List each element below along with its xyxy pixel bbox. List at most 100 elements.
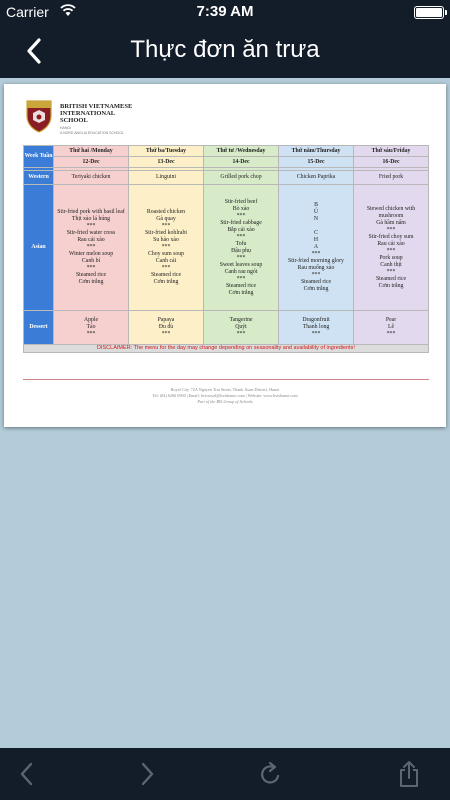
menu-line: Gà hầm nấm	[376, 219, 406, 226]
menu-line: Steamed rice	[300, 279, 332, 285]
western-dish: Grilled pork chop	[203, 170, 279, 185]
forward-arrow-icon[interactable]	[132, 760, 162, 788]
navigation-bar: Thực đơn ăn trưa	[0, 24, 450, 78]
menu-line: Papaya	[157, 317, 175, 323]
menu-line: Bò xào	[232, 205, 250, 212]
menu-line: Stewed chicken with mushroom	[366, 205, 416, 219]
menu-line: Đu đủ	[158, 324, 174, 330]
menu-line: Cơm trắng	[153, 279, 179, 285]
menu-line: Sweet leaves soup	[219, 261, 263, 268]
school-tagline: A NORD ANGLIA EDUCATION SCHOOL	[60, 131, 124, 135]
menu-line: Đậu phụ	[231, 247, 251, 254]
menu-line: Steamed rice	[75, 272, 107, 278]
menu-line: Steamed rice	[150, 272, 182, 278]
day-date: 15-Dec	[278, 156, 354, 168]
menu-line: Steamed rice	[225, 282, 257, 289]
menu-document: BRITISH VIETNAMESE INTERNATIONAL SCHOOL …	[4, 84, 446, 427]
menu-line: Winter melon soup	[68, 251, 114, 257]
menu-line: Stir-fried water cress	[66, 230, 116, 236]
day-header: Thứ ba/Tuesday	[128, 145, 204, 157]
menu-line: B	[314, 202, 318, 208]
menu-line: Stir-fried kohlrabi	[145, 230, 187, 236]
refresh-icon[interactable]	[256, 760, 286, 788]
menu-line: Canh rau ngót	[224, 268, 258, 275]
menu-line: Gà quay	[156, 216, 176, 222]
western-label: Western	[23, 170, 54, 185]
menu-line: Stir-fried pork with basil leaf	[57, 209, 125, 215]
menu-line: Thanh long	[302, 324, 330, 330]
week-label: Week Tuần	[23, 145, 54, 168]
battery-icon	[414, 6, 447, 19]
menu-line: Su hào xào	[153, 237, 179, 243]
menu-line: Choy sum soup	[147, 251, 185, 257]
menu-line: Dragonfruit	[302, 317, 330, 323]
menu-line: Apple	[83, 317, 99, 323]
menu-line: Stir-fried choy sum	[368, 233, 414, 240]
menu-line: ***	[386, 268, 396, 275]
back-arrow-icon[interactable]	[12, 760, 42, 788]
menu-line: ***	[161, 265, 171, 271]
menu-line: ***	[236, 331, 246, 337]
western-dish: Teriyaki chicken	[53, 170, 129, 185]
menu-line: ***	[86, 331, 96, 337]
menu-line: ***	[236, 212, 246, 219]
footer-group: Part of the BIS Group of Schools	[197, 399, 253, 404]
menu-line: Cơm trắng	[378, 282, 404, 289]
disclaimer: DISCLAIMER: The menu for the day may cha…	[23, 344, 429, 353]
menu-line: Rau cải xào	[77, 237, 105, 243]
school-location: HANOI	[60, 126, 72, 130]
menu-line: Stir-fried cabbage	[220, 219, 262, 226]
page-title: Thực đơn ăn trưa	[130, 36, 320, 63]
menu-line: Rau cải xào	[377, 240, 405, 247]
day-date: 13-Dec	[128, 156, 204, 168]
western-dish: Linguini	[128, 170, 204, 185]
menu-line	[279, 223, 353, 230]
carrier-label: Carrier	[6, 4, 49, 20]
menu-line: C	[314, 230, 318, 236]
menu-line: ***	[161, 244, 171, 250]
menu-line: Canh cải	[155, 258, 177, 264]
day-header: Thứ năm/Thursday	[278, 145, 354, 157]
share-icon[interactable]	[394, 760, 424, 788]
menu-line: ***	[86, 223, 96, 229]
menu-line: ***	[311, 251, 321, 257]
menu-line: A	[313, 244, 319, 250]
back-chevron-icon[interactable]	[20, 36, 50, 66]
menu-line: ***	[386, 226, 396, 233]
wifi-icon	[60, 4, 76, 16]
menu-line: Tofu	[235, 240, 247, 247]
school-crest-logo	[26, 100, 52, 133]
menu-line: Cơm trắng	[228, 289, 254, 296]
day-date: 16-Dec	[353, 156, 429, 168]
menu-line: ***	[236, 233, 246, 240]
dessert-label: Dessert	[23, 310, 54, 345]
menu-line: ***	[236, 254, 246, 261]
day-header: Thứ hai /Monday	[53, 145, 129, 157]
clock: 7:39 AM	[196, 3, 254, 20]
menu-line: Táo	[86, 324, 96, 330]
menu-line: H	[313, 237, 319, 243]
menu-line: ***	[236, 275, 246, 282]
menu-line: ***	[86, 265, 96, 271]
menu-line: Tangerine	[229, 317, 253, 323]
footer-contact: Tel: (84) 6266 6900 | Email: bvisroyal@b…	[152, 393, 298, 398]
menu-line: ***	[386, 331, 396, 337]
lunch-menu-table: Week Tuần Thứ hai /Monday Thứ ba/Tuesday…	[23, 145, 429, 353]
menu-line: Stir-fried beef	[224, 198, 258, 205]
day-date: 12-Dec	[53, 156, 129, 168]
menu-line: Cơm trắng	[78, 279, 104, 285]
footer-address: Royal City, 72A Nguyen Trai Street, Than…	[170, 387, 280, 392]
menu-line: Bắp cải xào	[227, 226, 255, 233]
menu-line: Pear	[385, 317, 397, 323]
menu-line: Lê	[387, 324, 395, 330]
menu-line: ***	[311, 331, 321, 337]
